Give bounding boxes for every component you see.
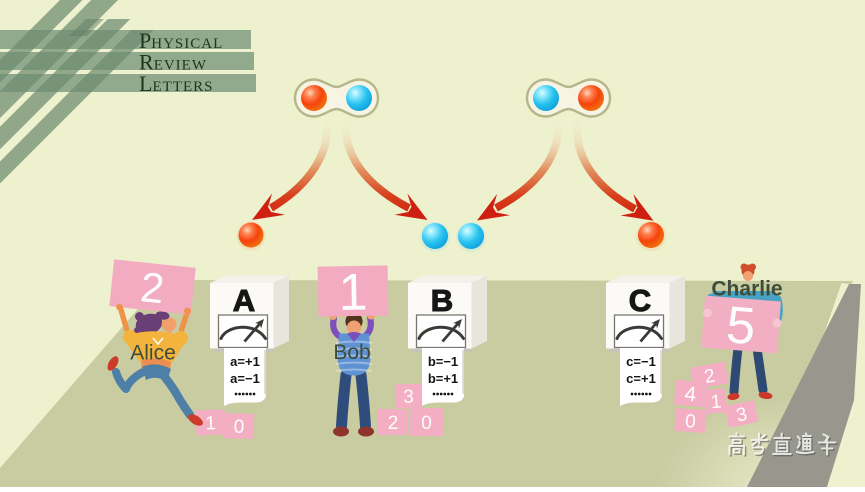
svg-text:a=−1: a=−1	[230, 371, 260, 386]
svg-text:C: C	[629, 283, 651, 318]
svg-text:Charlie: Charlie	[711, 278, 782, 301]
svg-text:3: 3	[403, 387, 414, 408]
svg-text:c=−1: c=−1	[626, 354, 656, 369]
svg-text:3: 3	[734, 404, 749, 427]
svg-text:1: 1	[205, 413, 216, 434]
svg-text:Alice: Alice	[130, 342, 176, 365]
svg-text:2: 2	[138, 263, 166, 312]
svg-text:1: 1	[338, 263, 368, 321]
svg-text:Bob: Bob	[333, 341, 370, 364]
svg-text:b=+1: b=+1	[428, 371, 458, 386]
svg-text:REVIEW: REVIEW	[139, 50, 207, 75]
svg-text:2: 2	[388, 413, 399, 434]
svg-text:c=+1: c=+1	[626, 371, 656, 386]
svg-text:A: A	[233, 283, 255, 318]
svg-text:0: 0	[421, 413, 432, 434]
svg-text:PHYSICAL: PHYSICAL	[139, 28, 223, 53]
svg-text:4: 4	[684, 383, 698, 407]
svg-text:b=−1: b=−1	[428, 354, 458, 369]
svg-text:5: 5	[724, 296, 757, 356]
svg-text:a=+1: a=+1	[230, 354, 260, 369]
svg-text:1: 1	[710, 391, 722, 413]
svg-text:LETTERS: LETTERS	[139, 71, 213, 96]
svg-text:B: B	[431, 283, 453, 318]
svg-text:0: 0	[684, 411, 696, 433]
svg-text:0: 0	[233, 417, 244, 438]
